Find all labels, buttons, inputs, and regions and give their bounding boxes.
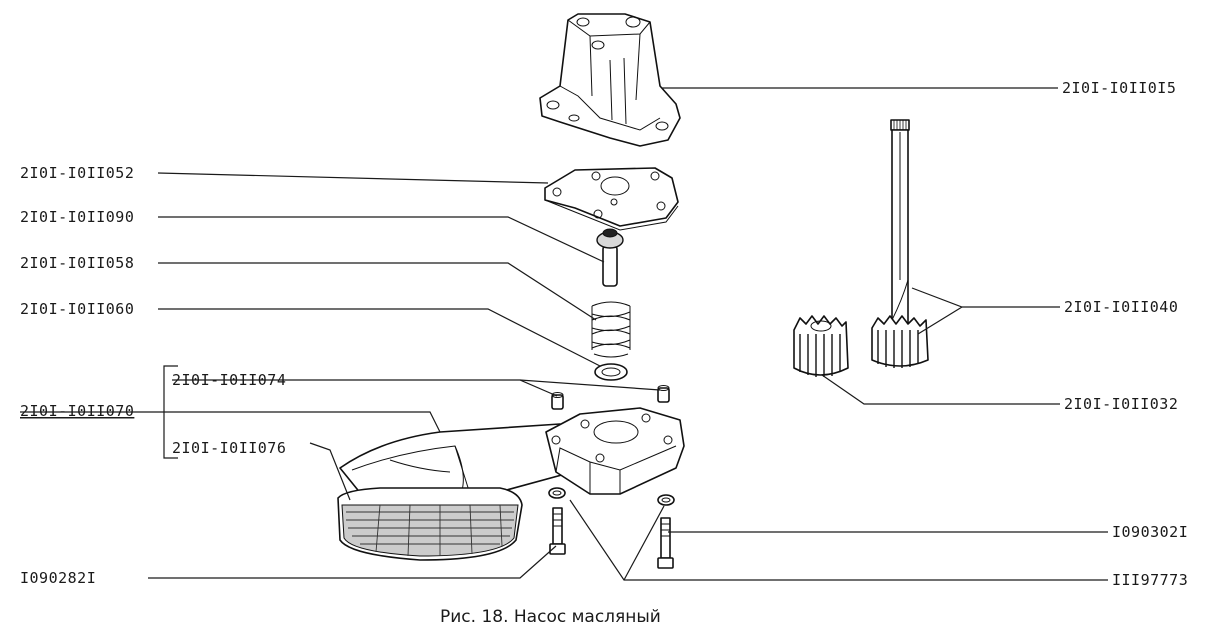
label-drive-shaft: 2I0I-I0II040 — [1064, 298, 1178, 316]
drive-shaft-part — [871, 119, 929, 368]
leader-lines — [20, 87, 1108, 581]
cover-plate-part — [544, 167, 679, 231]
label-driven-gear: 2I0I-I0II032 — [1064, 395, 1178, 413]
label-screen: 2I0I-I0II076 — [172, 439, 286, 457]
bolt-left-part — [549, 507, 566, 555]
screen-part — [337, 487, 523, 561]
label-valve: 2I0I-I0II090 — [20, 208, 134, 226]
bolt-right-part — [657, 517, 674, 569]
label-washer: 2I0I-I0II060 — [20, 300, 134, 318]
pin-parts — [551, 385, 670, 410]
label-cover-plate: 2I0I-I0II052 — [20, 164, 134, 182]
label-lock-washer: III97773 — [1112, 571, 1188, 589]
label-pickup-assembly: 2I0I-I0II070 — [20, 402, 134, 420]
label-pin: 2I0I-I0II074 — [172, 371, 286, 389]
label-bolt-left: I090282I — [20, 569, 96, 587]
label-spring: 2I0I-I0II058 — [20, 254, 134, 272]
pump-body-part — [545, 407, 685, 495]
driven-gear-part — [793, 315, 849, 377]
valve-plunger-part — [596, 228, 624, 287]
pump-housing-part — [539, 13, 681, 147]
washer-part — [594, 363, 628, 381]
label-housing: 2I0I-I0II0I5 — [1062, 79, 1176, 97]
lock-washer-parts — [548, 487, 675, 506]
spring-part — [591, 301, 631, 358]
label-bolt-right: I090302I — [1112, 523, 1188, 541]
figure-caption: Рис. 18. Насос масляный — [440, 607, 661, 627]
